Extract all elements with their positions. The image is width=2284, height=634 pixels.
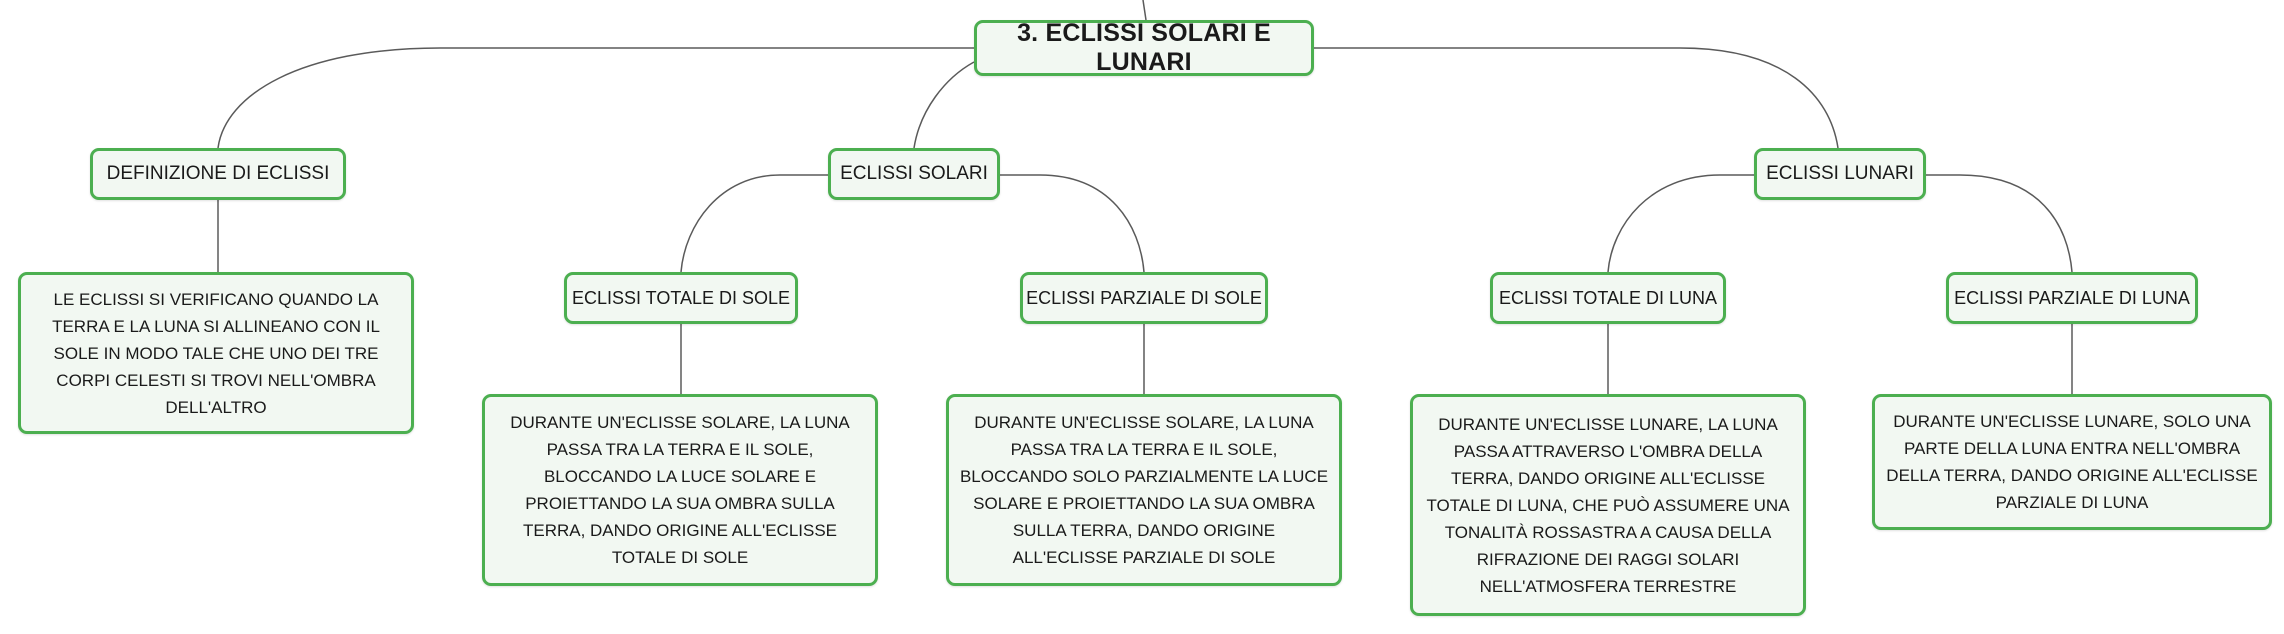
note-eclissi-parziale-di-sole[interactable]: DURANTE UN'ECLISSE SOLARE, LA LUNA PASSA… — [946, 394, 1342, 586]
connector-solar-total — [680, 174, 828, 273]
subtopic-eclissi-parziale-di-sole[interactable]: ECLISSI PARZIALE DI SOLE — [1020, 272, 1268, 324]
note-eclissi-parziale-di-luna[interactable]: DURANTE UN'ECLISSE LUNARE, SOLO UNA PART… — [1872, 394, 2272, 530]
root-topic-label: 3. ECLISSI SOLARI E LUNARI — [1017, 19, 1271, 76]
connector-root-lunar — [1314, 47, 1839, 149]
connector-lunar-partial — [1926, 174, 2073, 273]
note-eclissi-totale-di-luna[interactable]: DURANTE UN'ECLISSE LUNARE, LA LUNA PASSA… — [1410, 394, 1806, 616]
subtopic-label: ECLISSI PARZIALE DI SOLE — [1026, 287, 1262, 308]
connector-root-solar — [913, 61, 975, 149]
topic-label: ECLISSI LUNARI — [1766, 163, 1914, 184]
subtopic-eclissi-parziale-di-luna[interactable]: ECLISSI PARZIALE DI LUNA — [1946, 272, 2198, 324]
subtopic-label: ECLISSI TOTALE DI LUNA — [1498, 287, 1718, 308]
topic-label: ECLISSI SOLARI — [840, 163, 988, 184]
root-topic[interactable]: 3. ECLISSI SOLARI E LUNARI — [974, 19, 1314, 76]
topic-label: DEFINIZIONE DI ECLISSI — [106, 163, 330, 184]
topic-eclissi-lunari[interactable]: ECLISSI LUNARI — [1754, 148, 1926, 200]
connector-solar-partial — [1000, 174, 1145, 273]
subtopic-eclissi-totale-di-luna[interactable]: ECLISSI TOTALE DI LUNA — [1490, 272, 1726, 324]
subtopic-label: ECLISSI TOTALE DI SOLE — [571, 287, 791, 308]
note-text: DURANTE UN'ECLISSE LUNARE, SOLO UNA PART… — [1886, 412, 2258, 512]
connector-parent-root — [1142, 0, 1147, 21]
note-eclissi-totale-di-sole[interactable]: DURANTE UN'ECLISSE SOLARE, LA LUNA PASSA… — [482, 394, 878, 586]
note-text: DURANTE UN'ECLISSE LUNARE, LA LUNA PASSA… — [1426, 414, 1790, 596]
topic-eclissi-solari[interactable]: ECLISSI SOLARI — [828, 148, 1000, 200]
connector-lunar-total — [1607, 174, 1754, 273]
note-definizione[interactable]: LE ECLISSI SI VERIFICANO QUANDO LA TERRA… — [18, 272, 414, 434]
subtopic-eclissi-totale-di-sole[interactable]: ECLISSI TOTALE DI SOLE — [564, 272, 798, 324]
connector-root-definition — [217, 47, 974, 149]
note-text: DURANTE UN'ECLISSE SOLARE, LA LUNA PASSA… — [510, 413, 850, 567]
topic-definizione-di-eclissi[interactable]: DEFINIZIONE DI ECLISSI — [90, 148, 346, 200]
note-text: DURANTE UN'ECLISSE SOLARE, LA LUNA PASSA… — [959, 413, 1329, 567]
subtopic-label: ECLISSI PARZIALE DI LUNA — [1954, 287, 2190, 308]
note-text: LE ECLISSI SI VERIFICANO QUANDO LA TERRA… — [52, 289, 380, 417]
